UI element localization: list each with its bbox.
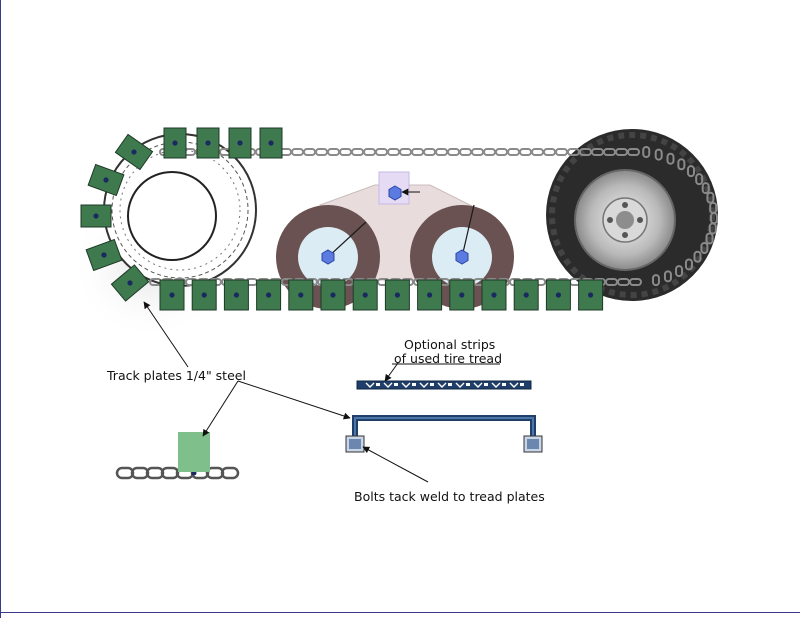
chain-link-top <box>315 148 328 156</box>
chain-link-drive <box>701 182 710 195</box>
chain-link-drive <box>663 270 672 283</box>
label-bolts: Bolts tack weld to tread plates <box>354 489 545 504</box>
chain-link-top <box>447 148 460 156</box>
chain-link-top <box>471 148 484 156</box>
chain-link-drive <box>651 274 660 287</box>
leader-bolts <box>362 446 429 483</box>
chain-link-drive <box>677 158 686 171</box>
frame-left-edge <box>0 0 1 618</box>
pivot-bolt <box>388 185 402 201</box>
chain-link-top <box>411 148 424 156</box>
leader-plates-to-detail <box>202 380 239 437</box>
detail-track-plate <box>178 432 210 472</box>
chain-link-top <box>555 148 568 156</box>
chain-link-top <box>531 148 544 156</box>
bolt-right <box>523 435 543 453</box>
track-plate-bottom <box>417 279 443 311</box>
bolt-left <box>345 435 365 453</box>
track-plate-bottom <box>352 279 378 311</box>
chain-link-top <box>303 148 316 156</box>
leader-plates-to-channel <box>237 380 351 420</box>
chain-link-top <box>291 148 304 156</box>
chain-link-top <box>339 148 352 156</box>
leader-plates-to-track <box>143 301 189 368</box>
track-plate-bottom <box>384 279 410 311</box>
chain-link-drive <box>654 148 663 161</box>
track-plates <box>80 127 604 311</box>
track-plate-bottom <box>545 279 571 311</box>
track-plate-top <box>259 127 283 159</box>
chain-link-drive <box>642 146 651 159</box>
chain-link-top <box>459 148 472 156</box>
track-plate-wrap <box>80 204 112 228</box>
track-plate-bottom <box>159 279 185 311</box>
track-plate-bottom <box>320 279 346 311</box>
track-plate-wrap <box>85 238 123 272</box>
frame-bottom-edge <box>0 612 800 613</box>
chain-link-drive <box>695 173 704 186</box>
track-plate-bottom <box>191 279 217 311</box>
chain-link-drive <box>693 250 702 263</box>
label-track-plates: Track plates 1/4" steel <box>107 368 246 383</box>
chain-link-top <box>507 148 520 156</box>
track-plate-bottom <box>256 279 282 311</box>
chain-link-drive <box>686 165 695 178</box>
track-plate-bottom <box>578 279 604 311</box>
chain-link-drive <box>684 258 693 271</box>
label-used-tire-tread: of used tire tread <box>394 351 503 366</box>
leader-tread <box>384 362 399 382</box>
chain-link-top <box>435 148 448 156</box>
chain-link-top <box>327 148 340 156</box>
track-plate-bottom <box>449 279 475 311</box>
chain-link-top <box>351 148 364 156</box>
chain-link-bottom <box>629 278 642 286</box>
chain-link-drive <box>675 265 684 278</box>
chain-link-top <box>495 148 508 156</box>
chain-link-top <box>387 148 400 156</box>
chain-link-top <box>519 148 532 156</box>
chain-link-drive <box>666 152 675 165</box>
track-plate-top <box>228 127 252 159</box>
track-plate-wrap <box>110 264 150 302</box>
drive-wheel <box>546 129 718 301</box>
chain-link-top <box>363 148 376 156</box>
track-plate-bottom <box>481 279 507 311</box>
chain-link-top <box>375 148 388 156</box>
track-plate-bottom <box>513 279 539 311</box>
tread-pattern <box>365 382 524 388</box>
chain-link-top <box>423 148 436 156</box>
plate-channel-profile <box>345 415 543 453</box>
chain-link-top <box>627 148 640 156</box>
chain-link-drive <box>705 232 714 245</box>
track-plate-bottom <box>223 279 249 311</box>
label-optional-strips: Optional strips <box>404 337 496 352</box>
track-plate-bottom <box>288 279 314 311</box>
track-plate-top <box>163 127 187 159</box>
tread-strip <box>356 380 532 390</box>
chain-link-drive <box>708 222 717 235</box>
chain-link-drive <box>700 241 709 254</box>
chain-link-top <box>543 148 556 156</box>
chain-link-top <box>399 148 412 156</box>
chain-link-top <box>483 148 496 156</box>
track-plate-wrap <box>87 163 125 197</box>
detail-chain <box>115 466 240 480</box>
track-plate-wrap <box>114 133 154 171</box>
track-plate-top <box>196 127 220 159</box>
